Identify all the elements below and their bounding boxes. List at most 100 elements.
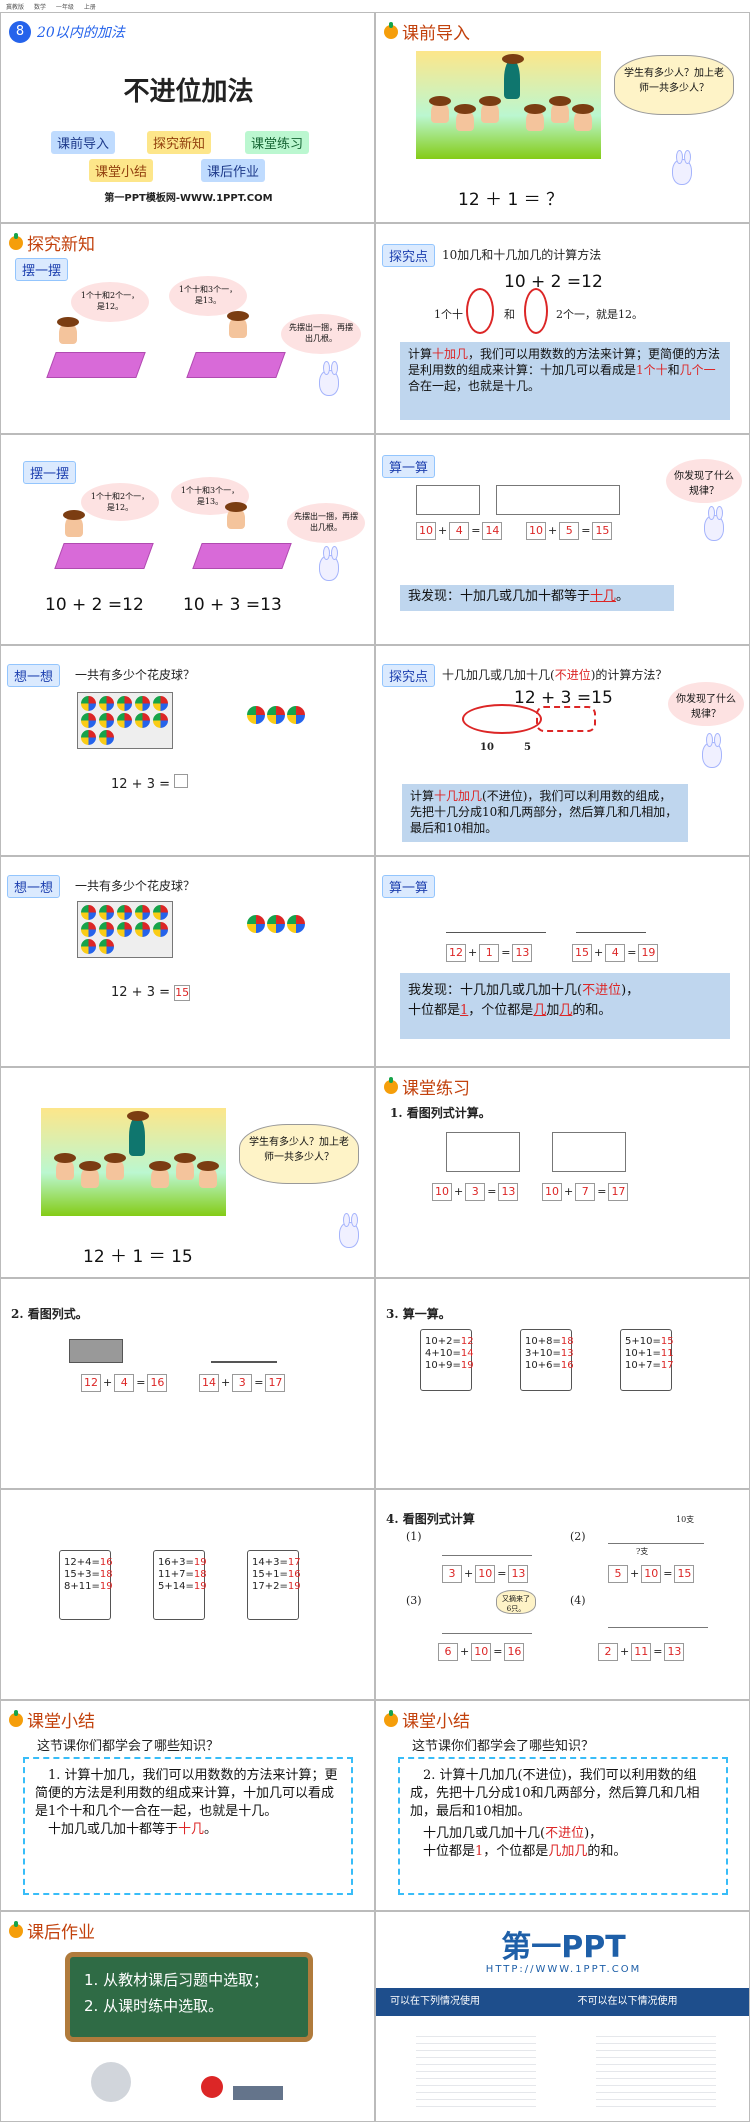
question-text: 一共有多少个花皮球？: [75, 877, 195, 894]
slide-practice-2[interactable]: 2. 看图列式。 12+4=16 14+3=17: [0, 1278, 375, 1489]
slide-intro[interactable]: 课前导入 学生有多少人？加上老师一共多少人？ 12 ＋ 1 ＝ ？: [375, 12, 750, 223]
label-five: 5: [524, 742, 531, 753]
plus-icon: +: [630, 1567, 639, 1580]
line-text: 2个一，就是12。: [556, 306, 643, 322]
slide-practice-4[interactable]: 12+4=16 15+3=18 8+11=19 16+3=19 11+7=18 …: [0, 1489, 375, 1700]
slide-method-2[interactable]: 探究点 十几加几或几加十几(不进位)的计算方法？ 12 + 3 =15 10 5…: [375, 645, 750, 856]
answer-box: 10: [542, 1183, 562, 1201]
bunny-icon: [319, 555, 339, 581]
girl-figure: [65, 515, 83, 537]
brand-url[interactable]: HTTP://WWW.1PPT.COM: [376, 1964, 750, 1975]
answer-box: 17: [265, 1374, 285, 1392]
menu-button[interactable]: 课后作业: [201, 159, 265, 182]
plus-icon: +: [454, 1185, 463, 1198]
menu-button[interactable]: 探究新知: [147, 131, 211, 154]
ball-icon: [247, 706, 265, 724]
menu-button[interactable]: 课堂练习: [245, 131, 309, 154]
slide-title: 课堂小结: [384, 1707, 470, 1732]
link-list[interactable]: [416, 2030, 536, 2108]
header-item: 上册: [84, 4, 96, 11]
student-figure: [456, 109, 474, 131]
speech-bubble: 你发现了什么规律？: [668, 682, 744, 726]
slide-title: 课后作业: [9, 1918, 95, 1943]
ball-icon: [81, 922, 96, 937]
menu-button[interactable]: 课堂小结: [89, 159, 153, 182]
answer-box[interactable]: [174, 774, 188, 788]
slide-calc-2[interactable]: 算一算 12+1=13 15+4=19 我发现：十几加几或几加十几(不进位)， …: [375, 856, 750, 1067]
panel-highlight: 十几加几: [434, 789, 482, 803]
grapes-image: [576, 897, 646, 933]
question-text: 1. 看图列式计算。: [390, 1104, 491, 1121]
student-figure: [551, 101, 569, 123]
answer-box: 13: [512, 944, 532, 962]
answer-box: 15: [174, 985, 190, 1001]
snail-icon: [384, 1713, 398, 1727]
plus-icon: +: [594, 946, 603, 959]
item-number: (2): [570, 1530, 586, 1543]
equals-icon: =: [136, 1376, 145, 1389]
ball-icon: [153, 905, 168, 920]
ball-icon: [267, 706, 285, 724]
summary-line: 十位都是1，个位都是几加几的和。: [410, 1843, 716, 1861]
problem-text: 10+1=: [625, 1348, 661, 1359]
ball-icon: [99, 939, 114, 954]
slide-method-1[interactable]: 探究点 10加几和十几加几的计算方法 10 + 2 =12 1个十 和 2个一，…: [375, 223, 750, 434]
bunny-icon: [704, 515, 724, 541]
summary-box: 1. 计算十加几，我们可以用数数的方法来计算；更简便的方法是利用数的组成来计算，…: [23, 1757, 353, 1895]
slide-explore[interactable]: 探究新知 摆一摆 1个十和2个一，是12。 1个十和3个一，是13。 先摆出一捆…: [0, 223, 375, 434]
equals-icon: =: [581, 524, 590, 537]
question-text: 4. 看图列式计算: [386, 1510, 475, 1527]
ball-icon: [135, 713, 150, 728]
plus-icon: +: [460, 1645, 469, 1658]
explanation-panel: 计算十加几，我们可以用数数的方法来计算；更简便的方法是利用数的组成来计算：十加几…: [400, 342, 730, 420]
slide-homework[interactable]: 课后作业 1. 从教材课后习题中选取； 2. 从课时练中选取。: [0, 1911, 375, 2122]
equals-icon: =: [597, 1185, 606, 1198]
usage-banner: 可以在下列情况使用 不可以在以下情况使用: [376, 1988, 750, 2016]
slide-place[interactable]: 摆一摆 1个十和2个一，是12。 1个十和3个一，是13。 先摆出一捆，再摆出几…: [0, 434, 375, 645]
equals-icon: =: [501, 946, 510, 959]
speech-bubble: 先摆出一捆，再摆出几根。: [281, 314, 361, 354]
slide-think-2[interactable]: 想一想 一共有多少个花皮球？ 12 + 3 = 15: [0, 856, 375, 1067]
item-number: (4): [570, 1594, 586, 1607]
slide-grid: 8 20以内的加法 不进位加法 课前导入 探究新知 课堂练习 课堂小结 课后作业…: [0, 12, 750, 2122]
problem-card: 10+8=18 3+10=13 10+6=16: [520, 1329, 572, 1391]
section-tag: 探究点: [382, 244, 435, 267]
panel-highlight: 十加几: [432, 347, 468, 361]
equation: 12 + 3 =15: [514, 688, 613, 708]
snail-icon: [9, 236, 23, 250]
student-figure: [574, 109, 592, 131]
answer-box: 3: [465, 1183, 485, 1201]
snail-icon: [384, 25, 398, 39]
equation-row: 2+11=13: [598, 1640, 684, 1661]
slide-summary-1[interactable]: 课堂小结 这节课你们都学会了哪些知识？ 1. 计算十加几，我们可以用数数的方法来…: [0, 1700, 375, 1911]
slide-practice-3[interactable]: 3. 算一算。 10+2=12 4+10=14 10+9=19 10+8=18 …: [375, 1278, 750, 1489]
problem-text: 14+3=: [252, 1557, 288, 1568]
slide-practice-1[interactable]: 课堂练习 1. 看图列式计算。 10+3=13 10+7=17: [375, 1067, 750, 1278]
slide-practice-5[interactable]: 4. 看图列式计算 (1) 3+10=13 (2) 10支 ?支 5+10=15…: [375, 1489, 750, 1700]
classroom-image: [416, 51, 601, 159]
slide-brand[interactable]: 第一PPT HTTP://WWW.1PPT.COM 可以在下列情况使用 不可以在…: [375, 1911, 750, 2122]
section-heading: 十几加几或几加十几(不进位)的计算方法？: [442, 666, 667, 683]
links-area: [376, 2016, 750, 2122]
ball-icon: [81, 713, 96, 728]
unit-name: 20以内的加法: [37, 22, 125, 42]
answer-box: 10: [526, 522, 546, 540]
menu-button[interactable]: 课前导入: [51, 131, 115, 154]
answer-text: 18: [100, 1569, 113, 1580]
answer-box: 10: [641, 1565, 661, 1583]
problem-text: 8+11=: [64, 1581, 100, 1592]
clock-icon: [91, 2062, 131, 2102]
slide-cover[interactable]: 8 20以内的加法 不进位加法 课前导入 探究新知 课堂练习 课堂小结 课后作业…: [0, 12, 375, 223]
problem-text: 5+14=: [158, 1581, 194, 1592]
link-list[interactable]: [596, 2030, 716, 2108]
equation: 12 + 3 =: [111, 774, 188, 792]
slide-intro-answer[interactable]: 学生有多少人？加上老师一共多少人？ 12 ＋ 1 ＝ 15: [0, 1067, 375, 1278]
slide-summary-2[interactable]: 课堂小结 这节课你们都学会了哪些知识？ 2. 计算十几加几(不进位)，我们可以利…: [375, 1700, 750, 1911]
sticks-circle: [462, 704, 542, 734]
section-tag: 想一想: [7, 664, 60, 687]
ball-icon: [117, 696, 132, 711]
slide-think-1[interactable]: 想一想 一共有多少个花皮球？ 12 + 3 =: [0, 645, 375, 856]
answer-box: 7: [575, 1183, 595, 1201]
slide-calc-1[interactable]: 算一算 你发现了什么规律？ 10+4=14 10+5=15 我发现：十加几或几加…: [375, 434, 750, 645]
equation-row: 10+3=13: [432, 1180, 518, 1201]
